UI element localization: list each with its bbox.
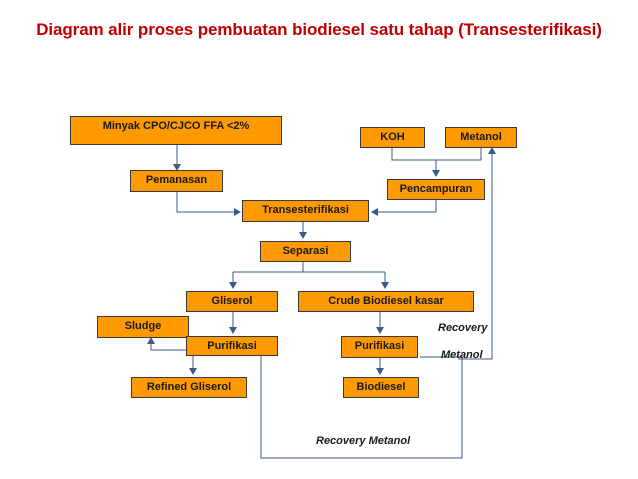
node-koh-label: KOH: [380, 131, 405, 143]
node-crude-biodiesel: Crude Biodiesel kasar: [298, 291, 474, 312]
arrow-pemanasan-transesterifikasi: [176, 192, 241, 216]
node-minyak: Minyak CPO/CJCO FFA <2%: [70, 116, 282, 145]
node-metanol-label: Metanol: [460, 131, 502, 143]
node-koh: KOH: [360, 127, 425, 148]
node-separasi: Separasi: [260, 241, 351, 262]
node-sludge-label: Sludge: [124, 320, 162, 332]
arrow-koh-metanol-pencampuran: [391, 148, 482, 176]
node-pencampuran: Pencampuran: [387, 179, 485, 200]
node-transesterifikasi: Transesterifikasi: [242, 200, 369, 222]
node-sludge: Sludge: [97, 316, 189, 338]
node-refined-gliserol-label: Refined Gliserol: [146, 381, 232, 393]
arrow-recovery-metanol-loop: [260, 356, 463, 459]
node-pemanasan-label: Pemanasan: [145, 174, 208, 186]
node-crude-biodiesel-label: Crude Biodiesel kasar: [328, 295, 444, 307]
node-transesterifikasi-label: Transesterifikasi: [262, 204, 349, 216]
node-metanol: Metanol: [445, 127, 517, 148]
diagram-title: Diagram alir proses pembuatan biodiesel …: [36, 20, 602, 39]
arrow-pencampuran-transesterifikasi: [371, 200, 437, 216]
label-recovery-metanol: Recovery Metanol: [316, 435, 411, 447]
label-metanol: Metanol: [441, 349, 483, 361]
node-purifikasi-gliserol-label: Purifikasi: [207, 340, 257, 352]
arrow-separasi-split: [233, 262, 385, 273]
node-minyak-label: Minyak CPO/CJCO FFA <2%: [102, 120, 250, 132]
node-gliserol: Gliserol: [186, 291, 278, 312]
node-refined-gliserol: Refined Gliserol: [131, 377, 247, 398]
node-biodiesel: Biodiesel: [343, 377, 419, 398]
node-purifikasi-biodiesel-label: Purifikasi: [354, 340, 405, 352]
arrow-recovery-to-metanol: [458, 147, 496, 360]
node-pencampuran-label: Pencampuran: [399, 183, 473, 195]
node-separasi-label: Separasi: [282, 245, 329, 257]
node-purifikasi-gliserol: Purifikasi: [186, 336, 278, 356]
node-pemanasan: Pemanasan: [130, 170, 223, 192]
arrow-purifikasi-sludge: [147, 337, 186, 351]
node-purifikasi-biodiesel: Purifikasi: [341, 336, 418, 358]
node-biodiesel-label: Biodiesel: [356, 381, 406, 393]
label-recovery: Recovery: [438, 322, 488, 334]
node-gliserol-label: Gliserol: [211, 295, 253, 307]
